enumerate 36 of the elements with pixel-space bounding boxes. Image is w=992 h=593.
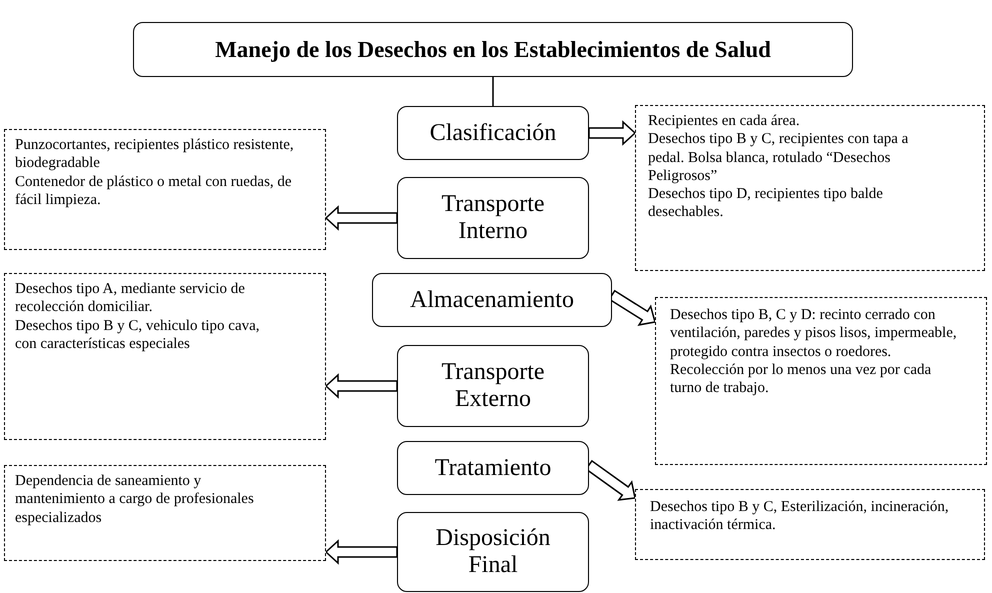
note-box xyxy=(655,297,987,465)
process-label: Tratamiento xyxy=(434,454,552,482)
process-label: Transporte Interno xyxy=(440,191,546,245)
block-arrow xyxy=(324,373,398,399)
note-box xyxy=(4,465,326,561)
process-box xyxy=(397,177,589,259)
block-arrow xyxy=(324,205,398,231)
note-text: Recipientes en cada área. xyxy=(648,112,801,130)
process-label: Clasificación xyxy=(428,120,558,146)
note-text: Recolección por lo menos una vez por cada turno de trabajo. xyxy=(670,360,932,398)
note-box xyxy=(635,105,985,271)
block-arrow xyxy=(588,120,636,146)
node-label: Manejo de los Desechos en los Establecimientos de Salud xyxy=(215,36,771,62)
process-box xyxy=(372,273,612,327)
process-label: Disposición Final xyxy=(434,525,552,579)
process-box xyxy=(397,512,589,592)
note-text: Punzocortantes, recipientes plástico resistente, biodegradable xyxy=(15,136,295,173)
note-box xyxy=(4,273,326,440)
note-text: Desechos tipo B, C y D: recinto cerrado con ventilación, paredes y pisos lisos, impermeable, protegido contra insectos o roedores. xyxy=(670,306,958,361)
note-text: Dependencia de saneamiento y mantenimiento a cargo de profesionales especializados xyxy=(15,472,255,527)
block-arrow xyxy=(324,539,398,565)
note-box xyxy=(635,489,985,560)
process-box xyxy=(397,106,589,160)
note-text: Desechos tipo A, mediante servicio de recolección domiciliar. xyxy=(15,280,246,317)
note-text: Desechos tipo B y C, recipientes con tapa a pedal. Bolsa blanca, rotulado “Desechos Peligrosos” xyxy=(648,130,910,186)
note-text: Desechos tipo B y C, Esterilización, incineración, inactivación térmica. xyxy=(650,498,950,535)
note-text: Contenedor de plástico o metal con ruedas, de fácil limpieza. xyxy=(15,172,293,210)
connector-line xyxy=(492,77,494,106)
process-box xyxy=(397,345,589,427)
note-text: Desechos tipo D, recipientes tipo balde desechables. xyxy=(648,185,884,222)
process-label: Transporte Externo xyxy=(440,359,546,413)
process-box xyxy=(397,441,589,495)
title-box xyxy=(133,22,853,77)
note-text: Desechos tipo B y C, vehiculo tipo cava, con características especiales xyxy=(15,316,261,354)
note-box xyxy=(4,129,326,250)
process-label: Almacenamiento xyxy=(409,286,575,314)
